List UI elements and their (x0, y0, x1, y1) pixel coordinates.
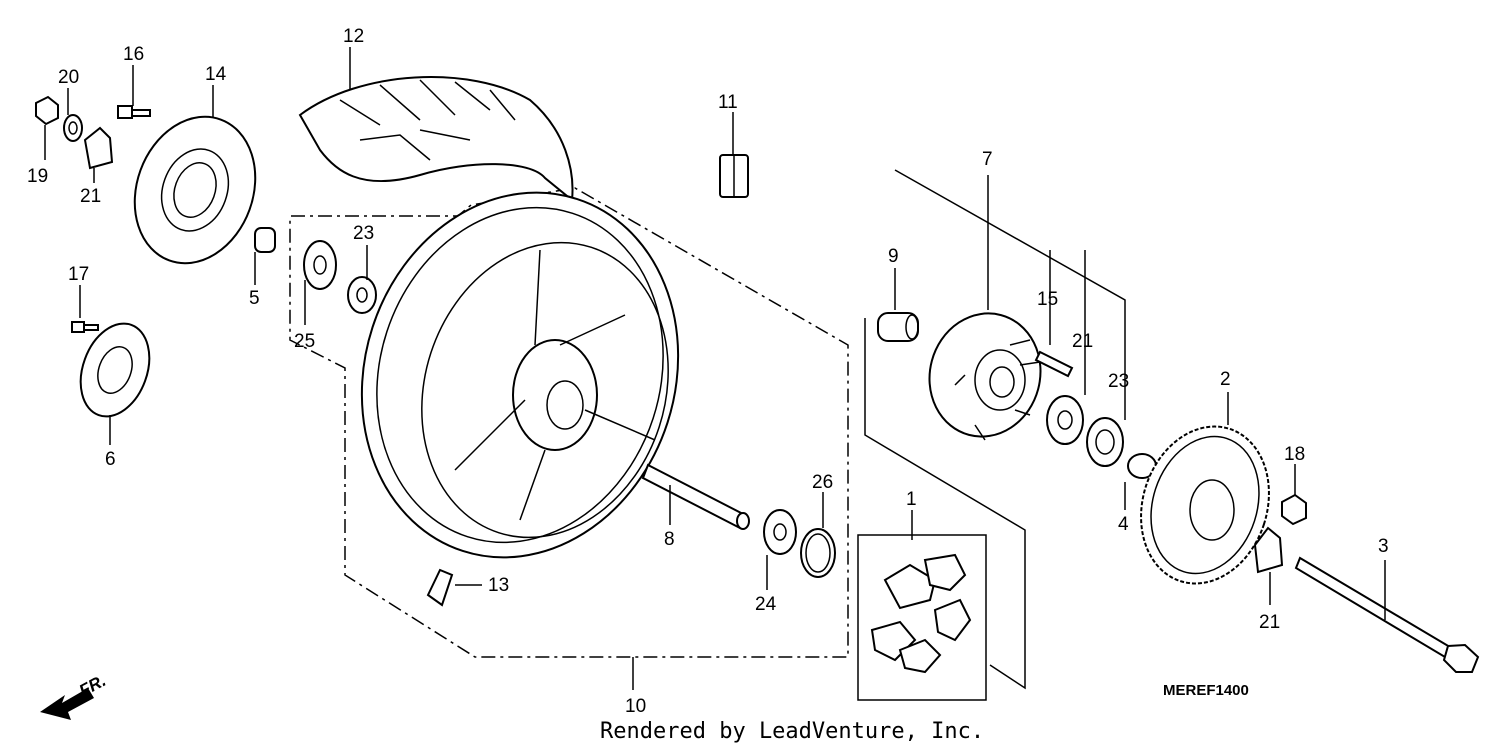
axle-3-part (1294, 556, 1480, 673)
bracket-21c-part (1253, 526, 1284, 574)
callout-14: 14 (205, 64, 227, 85)
callout-8: 8 (664, 529, 675, 550)
hub-assembly-lines (864, 318, 1026, 690)
callout-13: 13 (488, 575, 509, 596)
callout-19: 19 (27, 166, 48, 187)
bearing-23a-part (347, 276, 377, 314)
callout-16: 16 (123, 44, 144, 65)
driven-flange-part (928, 312, 1042, 441)
damper-rubbers-part (870, 553, 972, 674)
valve-part (426, 568, 454, 607)
callout-25: 25 (294, 331, 315, 352)
callout-18: 18 (1284, 444, 1305, 465)
callout-20: 20 (58, 67, 79, 88)
callout-26: 26 (812, 472, 833, 493)
brake-disc-part (133, 115, 257, 265)
callout-23-bottom: 24 (755, 594, 777, 615)
bearing-23b-part (763, 509, 797, 555)
diagram-code: MEREF1400 (1163, 682, 1249, 699)
callout-23-top: 23 (353, 223, 374, 244)
sprocket-part (1140, 425, 1270, 585)
tire-part (298, 76, 574, 202)
callout-22: 21 (1072, 331, 1093, 352)
bearing-22-part (1046, 395, 1084, 445)
pulser-ring-part (79, 322, 151, 418)
callout-12: 12 (343, 26, 364, 47)
callout-10: 10 (625, 696, 646, 717)
callout-7: 7 (982, 149, 993, 170)
callout-3: 3 (1378, 536, 1389, 557)
callout-9: 9 (888, 246, 899, 267)
o-ring-26-part (800, 528, 836, 578)
spacer-8-part (641, 463, 750, 530)
callout-24: 23 (1108, 371, 1129, 392)
damper-group-box (857, 534, 987, 701)
callout-5: 5 (249, 288, 260, 309)
callout-labels: 12 14 16 20 19 21 23 5 25 17 6 11 13 8 2… (27, 26, 1389, 717)
front-direction-arrow: FR. (40, 671, 109, 720)
callout-4: 4 (1118, 514, 1129, 535)
nut-18-part (1281, 493, 1307, 526)
render-credit: Rendered by LeadVenture, Inc. (600, 719, 984, 744)
bolt-17-part (71, 321, 99, 333)
washer-20-part (63, 114, 83, 142)
balance-weight-part (719, 154, 749, 198)
callout-1: 1 (906, 489, 917, 510)
callout-11: 11 (718, 92, 738, 113)
oil-seal-24-part (1086, 417, 1124, 467)
stud-15-part (1034, 350, 1074, 378)
leader-9-7 (894, 169, 1126, 420)
callout-21-right: 21 (1259, 612, 1280, 633)
wheel-part (360, 191, 680, 559)
leader-lines (44, 47, 1386, 620)
callout-15: 15 (1037, 289, 1058, 310)
nut-19-part (35, 95, 59, 126)
callout-2: 2 (1220, 369, 1231, 390)
bearing-25-part (303, 240, 337, 290)
bracket-21a-part (83, 126, 114, 170)
collar-5-part (254, 227, 276, 253)
callout-21-left: 21 (80, 186, 101, 207)
callout-17: 17 (68, 264, 89, 285)
collar-9-part (877, 312, 919, 342)
bolt-16-part (117, 105, 151, 119)
callout-6: 6 (105, 449, 116, 470)
